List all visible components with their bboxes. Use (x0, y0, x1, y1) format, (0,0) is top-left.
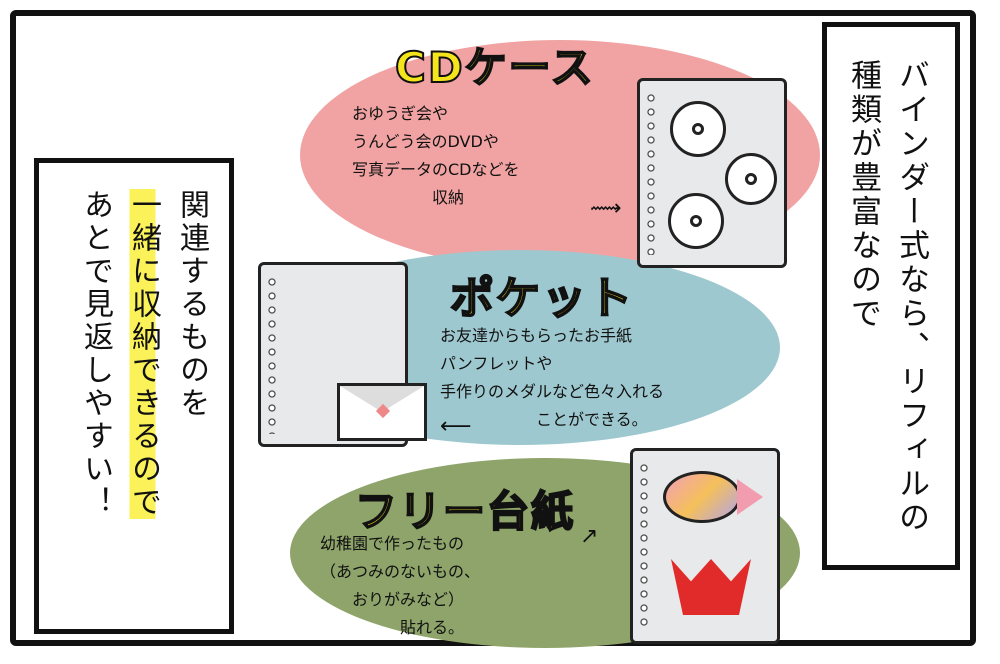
fish-drawing-icon (663, 471, 741, 523)
left-caption-box: 関連するものを 一緒に収納できるので あとで見返しやすい！ (34, 158, 234, 634)
cd-disc-icon (725, 153, 777, 205)
free-description: 幼稚園で作ったもの （あつみのないもの、 おりがみなど） 貼れる。 (320, 534, 481, 637)
pocket-description: お友達からもらったお手紙 パンフレットや 手作りのメダルなど色々入れる ことがで… (440, 326, 665, 429)
caption-line-3: あとで見返しやすい！ (78, 189, 113, 519)
right-caption-box: バインダー式なら、リフィルの種類が豊富なので (822, 22, 960, 570)
envelope-icon (337, 383, 427, 441)
free-heading: フリー台紙 (354, 486, 576, 537)
caption-line-1: 関連するものを (174, 189, 209, 420)
binder-icon (258, 262, 427, 447)
binder-icon (637, 78, 787, 268)
pocket-heading: ポケット (449, 272, 634, 325)
right-caption-text: バインダー式なら、リフィルの種類が豊富なので (845, 59, 929, 535)
cd-heading: CDケース (394, 42, 595, 93)
cd-description: おゆうぎ会や うんどう会のDVDや 写真データのCDなどを 収納 (352, 104, 520, 207)
origami-tulip-icon (671, 559, 751, 615)
arrow-icon: ↗ (580, 524, 599, 549)
fish-tail (737, 479, 763, 515)
binder-icon (630, 448, 780, 644)
cd-disc-icon (670, 101, 726, 157)
arrow-icon: ⟿ (590, 196, 622, 221)
arrow-icon: ⟵ (440, 414, 472, 439)
caption-line-2: 一緒に収納できるので (126, 189, 161, 519)
cd-disc-icon (668, 193, 724, 249)
